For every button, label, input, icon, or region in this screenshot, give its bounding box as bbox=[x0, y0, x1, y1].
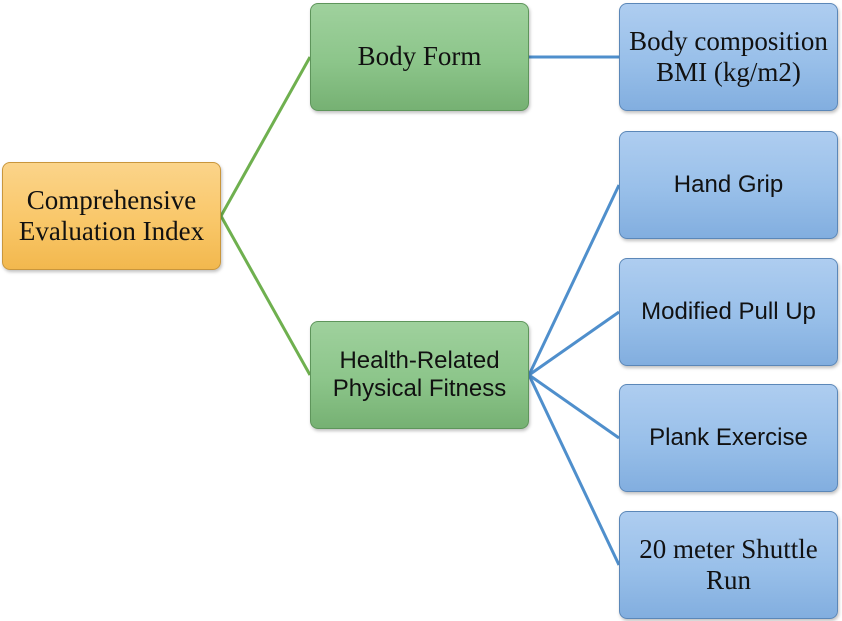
category-label-health-fitness: Health-Related Physical Fitness bbox=[332, 347, 507, 402]
leaf-node-bmi: Body composition BMI (kg/m2) bbox=[619, 3, 838, 111]
leaf-label-modified-pull-up: Modified Pull Up bbox=[641, 298, 816, 326]
connector-health-to-pull-up bbox=[528, 310, 620, 377]
leaf-node-modified-pull-up: Modified Pull Up bbox=[619, 258, 838, 366]
category-node-health-fitness: Health-Related Physical Fitness bbox=[310, 321, 529, 429]
category-label-body-form: Body Form bbox=[357, 41, 482, 72]
connector-health-to-hand-grip bbox=[527, 184, 621, 376]
leaf-label-bmi: Body composition BMI (kg/m2) bbox=[629, 25, 828, 87]
leaf-label-hand-grip: Hand Grip bbox=[673, 171, 784, 199]
connector-root-to-health-fitness bbox=[219, 215, 312, 376]
leaf-node-shuttle-run: 20 meter Shuttle Run bbox=[619, 511, 838, 619]
leaf-label-plank-exercise: Plank Exercise bbox=[649, 424, 808, 452]
root-node-label: Comprehensive Evaluation Index bbox=[18, 184, 205, 246]
connector-health-to-shuttle-run bbox=[527, 374, 621, 566]
leaf-label-shuttle-run: 20 meter Shuttle Run bbox=[639, 533, 818, 595]
connector-root-to-body-form bbox=[219, 56, 312, 217]
connector-health-to-plank bbox=[528, 373, 620, 440]
leaf-node-plank-exercise: Plank Exercise bbox=[619, 384, 838, 492]
root-node: Comprehensive Evaluation Index bbox=[2, 162, 221, 270]
category-node-body-form: Body Form bbox=[310, 3, 529, 111]
leaf-node-hand-grip: Hand Grip bbox=[619, 131, 838, 239]
